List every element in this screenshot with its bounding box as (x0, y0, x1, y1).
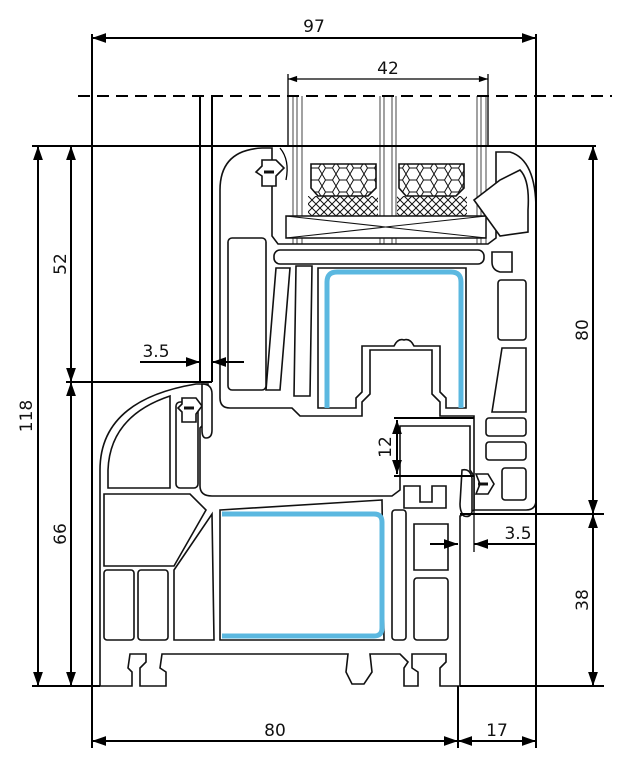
dimension-total-height: 118 (17, 146, 43, 686)
spacer-right (397, 163, 467, 216)
dimension-glazing-thickness: 42 (287, 59, 489, 83)
dimension-overlap-right: 3.5 (430, 524, 536, 549)
dimension-frame-width: 80 (92, 721, 458, 746)
dim-label-frame-lower-height: 38 (573, 589, 593, 611)
dimension-sash-height: 80 (573, 146, 598, 514)
dimension-rebate-depth: 12 (376, 420, 402, 474)
dim-label-frame-width: 80 (264, 721, 286, 741)
dimension-sash-offset: 17 (458, 721, 536, 746)
reference-lines (32, 34, 612, 748)
dim-label-sash-height: 80 (573, 319, 593, 341)
setting-block (285, 215, 487, 239)
dimension-frame-lower-height: 38 (573, 514, 598, 686)
dim-label-rebate-depth: 12 (376, 436, 396, 458)
dim-label-glazing-thickness: 42 (377, 59, 399, 79)
dim-label-overlap-left: 3.5 (142, 342, 169, 362)
dim-label-sash-offset: 17 (486, 721, 508, 741)
dim-label-overlap-right: 3.5 (504, 524, 531, 544)
dimension-upper-height: 52 (51, 146, 76, 382)
gasket-top (254, 147, 288, 187)
steel-reinforcement-sash (324, 269, 464, 408)
dimension-overlap-left: 3.5 (140, 342, 244, 367)
frame-profile (99, 383, 475, 687)
gasket-seals (176, 147, 495, 518)
dimension-overall-width: 97 (92, 17, 536, 43)
dim-label-upper-height: 52 (51, 253, 71, 275)
sash-profile (219, 147, 537, 511)
spacer-left (308, 163, 378, 216)
dim-label-lower-height: 66 (51, 523, 71, 545)
gasket-left (176, 383, 213, 439)
dim-label-total-height: 118 (17, 400, 37, 432)
dimension-lower-height: 66 (51, 382, 76, 686)
gasket-right (459, 468, 495, 518)
dim-label-overall-width: 97 (303, 17, 325, 37)
glazing-unit (285, 96, 487, 250)
steel-reinforcement-frame (222, 511, 385, 639)
